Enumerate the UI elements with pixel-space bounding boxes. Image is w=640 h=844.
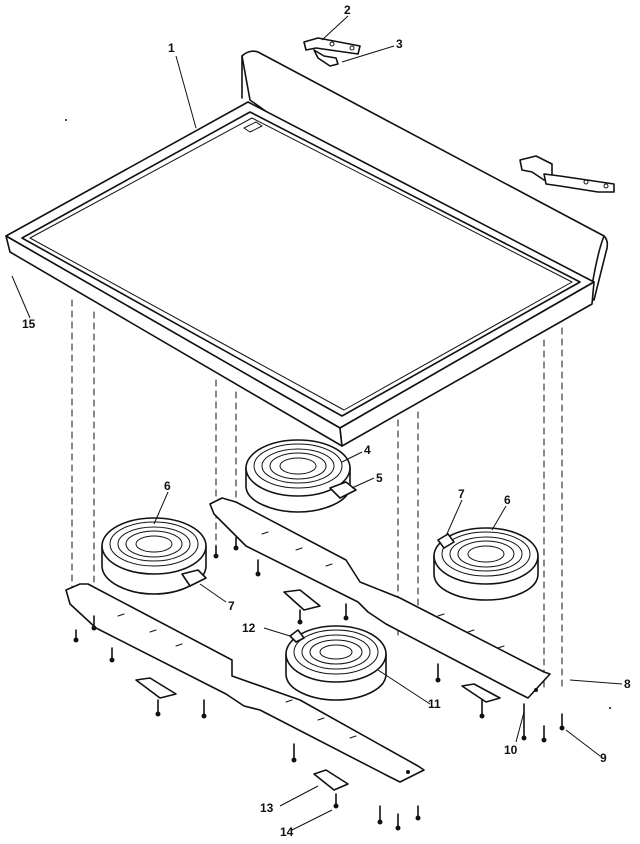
surface-element-front-left (101, 517, 207, 595)
callout-3: 3 (396, 37, 403, 51)
callout-11: 11 (428, 697, 441, 711)
callout-10: 10 (504, 743, 518, 757)
callout-5: 5 (376, 471, 383, 485)
scan-speck (65, 119, 67, 121)
hinge-bracket-left (303, 37, 361, 67)
callout-1: 1 (168, 41, 175, 55)
callout-2: 2 (344, 3, 351, 17)
callout-6-right: 6 (504, 493, 511, 507)
callout-7-left: 7 (228, 599, 235, 613)
callout-6-left: 6 (164, 479, 171, 493)
screws (73, 537, 565, 831)
scan-speck (609, 707, 611, 709)
callout-14: 14 (280, 825, 294, 839)
element-bracket-right (209, 497, 551, 699)
leader-lines (11, 15, 623, 831)
callout-12: 12 (242, 621, 256, 635)
surface-element-rear-center (245, 439, 357, 513)
callout-9: 9 (600, 751, 607, 765)
callout-8: 8 (624, 677, 631, 691)
element-bracket-left (65, 583, 425, 783)
clips (135, 589, 501, 791)
hinge-bracket-right (519, 155, 615, 193)
surface-element-front-right (285, 625, 387, 701)
callout-labels: 1 2 3 4 5 6 6 7 7 8 9 10 11 12 13 14 15 (22, 3, 631, 839)
surface-element-rear-right (433, 527, 539, 601)
callout-15: 15 (22, 317, 36, 331)
callout-4: 4 (364, 443, 371, 457)
callout-7-right: 7 (458, 487, 465, 501)
cooktop-panel (5, 50, 609, 447)
callout-13: 13 (260, 801, 274, 815)
